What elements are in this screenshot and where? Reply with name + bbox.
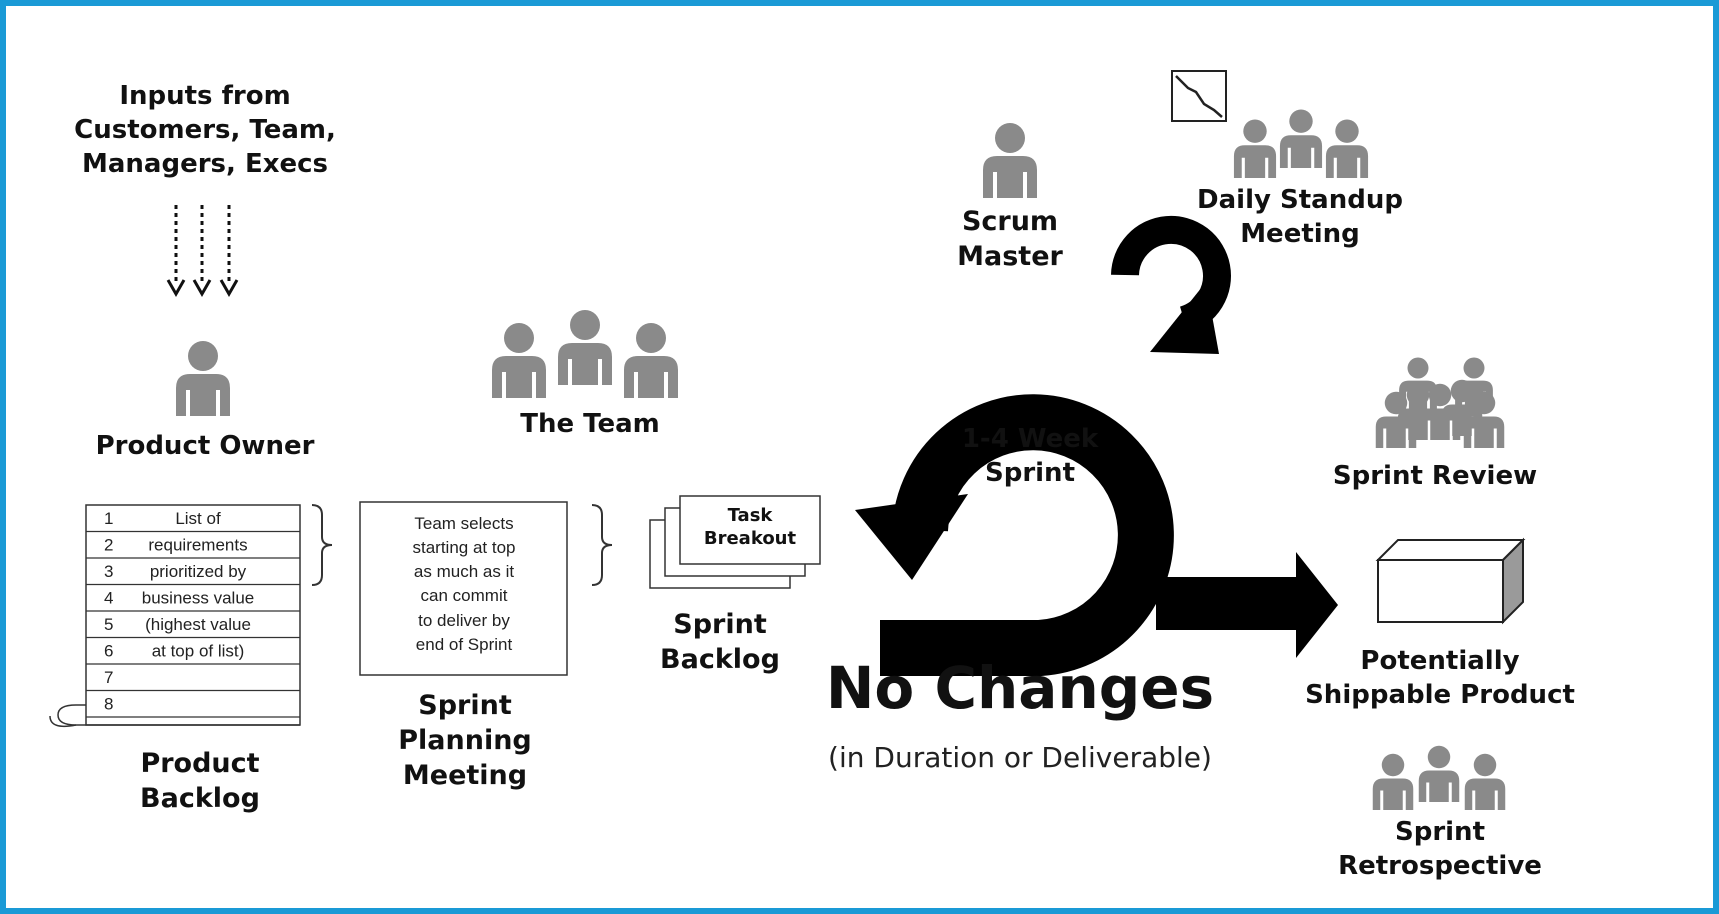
task-breakout-line-2: Breakout — [703, 528, 797, 550]
sprint-backlog-line-2: Backlog — [660, 644, 780, 676]
task-breakout-stack — [649, 495, 821, 589]
scrum-master-line-1: Scrum — [961, 206, 1059, 237]
backlog-row: 3 prioritized by — [86, 562, 300, 586]
daily-standup-line-2: Meeting — [1240, 218, 1360, 249]
sprint-planning-note: Team selects starting at top as much as … — [362, 512, 566, 657]
inputs-line-3: Managers, Execs — [82, 148, 328, 179]
backlog-row: 5 (highest value — [86, 615, 300, 639]
note-line-6: end of Sprint — [415, 634, 513, 654]
backlog-row-text: at top of list) — [152, 642, 245, 661]
note-line-4: can commit — [420, 586, 508, 606]
product-backlog-list: 1 List of 2 requirements 3 prioritized by 4 bus… — [49, 504, 301, 728]
team-icon — [492, 310, 678, 398]
backlog-row-text: prioritized by — [150, 562, 247, 581]
backlog-row-number: 6 — [104, 642, 113, 661]
backlog-row: 4 business value — [86, 589, 300, 612]
backlog-row-number: 1 — [104, 509, 113, 528]
retrospective-line-1: Sprint — [1394, 817, 1485, 847]
retrospective-line-2: Retrospective — [1338, 850, 1542, 881]
no-changes-subtitle: (in Duration or Deliverable) — [828, 741, 1212, 774]
brace-1 — [311, 504, 333, 586]
backlog-row-text: List of — [175, 509, 221, 528]
note-line-2: starting at top — [412, 538, 516, 558]
box-icon — [1375, 537, 1526, 625]
product-backlog-label: Product Backlog — [110, 746, 290, 816]
sprint-planning-line-2: Planning — [398, 725, 532, 757]
shippable-product-label: Potentially Shippable Product — [1290, 645, 1590, 713]
daily-loop-arrow — [1111, 215, 1231, 354]
backlog-row: 6 at top of list) — [86, 642, 300, 665]
sprint-retrospective-label: Sprint Retrospective — [1310, 816, 1570, 884]
retrospective-team-icon — [1372, 745, 1506, 810]
backlog-row: 2 requirements — [86, 536, 300, 559]
backlog-row-number: 5 — [104, 615, 113, 634]
task-breakout-line-1: Task — [727, 505, 773, 526]
burndown-chart-icon — [1171, 70, 1227, 122]
backlog-row-number: 3 — [104, 562, 113, 581]
inputs-line-1: Inputs from — [119, 81, 291, 111]
product-backlog-line-1: Product — [140, 748, 260, 779]
daily-standup-label: Daily Standup Meeting — [1170, 184, 1430, 252]
scrum-master-label: Scrum Master — [920, 204, 1100, 274]
sprint-planning-line-1: Sprint — [418, 690, 512, 721]
sprint-cycle-label: 1-4 Week Sprint — [935, 423, 1125, 491]
sprint-planning-line-3: Meeting — [402, 760, 528, 792]
no-changes-title: No Changes — [825, 654, 1215, 722]
sprint-review-crowd-icon — [1375, 357, 1505, 448]
daily-standup-line-1: Daily Standup — [1197, 185, 1403, 215]
shippable-line-2: Shippable Product — [1305, 679, 1575, 710]
backlog-row-text: business value — [142, 589, 254, 608]
backlog-row: 8 — [86, 695, 300, 718]
sprint-backlog-label: Sprint Backlog — [640, 607, 800, 677]
backlog-row: 7 — [86, 668, 300, 692]
backlog-row-number: 7 — [104, 668, 113, 687]
backlog-row-number: 4 — [104, 589, 113, 608]
backlog-row-number: 8 — [104, 695, 113, 714]
note-line-1: Team selects — [414, 514, 514, 533]
sprint-review-label: Sprint Review — [1332, 461, 1538, 491]
task-breakout-label: Task Breakout — [682, 504, 818, 551]
backlog-row-text: requirements — [148, 536, 247, 555]
sprint-planning-box — [359, 501, 568, 676]
team-label: The Team — [520, 409, 660, 439]
sprint-cycle-arrow — [855, 394, 1174, 676]
backlog-row-number: 2 — [104, 536, 113, 555]
inputs-label: Inputs from Customers, Team, Managers, E… — [60, 80, 350, 181]
scrum-master-icon — [983, 123, 1037, 198]
product-owner-icon — [176, 341, 230, 416]
shippable-line-1: Potentially — [1360, 646, 1520, 676]
brace-2 — [591, 504, 613, 586]
product-backlog-line-2: Backlog — [140, 783, 260, 815]
sprint-backlog-line-1: Sprint — [673, 609, 767, 640]
backlog-row-text: (highest value — [145, 615, 251, 634]
note-line-3: as much as it — [413, 562, 515, 582]
scrum-master-line-2: Master — [957, 241, 1063, 273]
sprint-cycle-line-1: 1-4 Week — [961, 424, 1099, 454]
delivery-arrow — [1156, 552, 1338, 658]
inputs-line-2: Customers, Team, — [74, 114, 336, 145]
backlog-row: 1 List of — [86, 509, 300, 533]
product-owner-label: Product Owner — [95, 431, 315, 461]
standup-team-icon — [1233, 109, 1369, 178]
note-line-5: to deliver by — [418, 610, 510, 630]
input-arrows — [174, 205, 231, 285]
sprint-planning-label: Sprint Planning Meeting — [375, 688, 555, 793]
sprint-cycle-line-2: Sprint — [984, 457, 1075, 488]
